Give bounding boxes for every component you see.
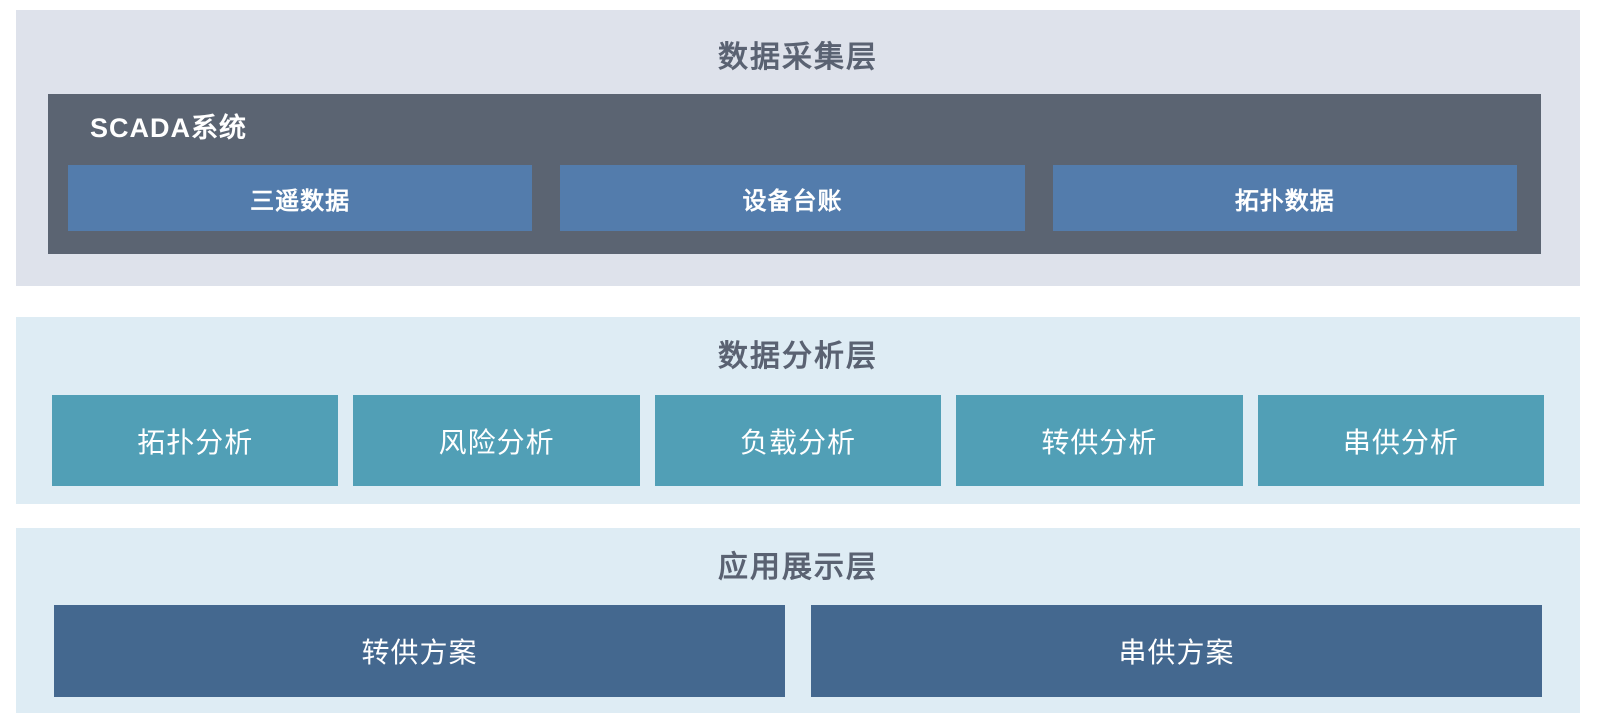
box-remote-telemetry-data: 三遥数据	[68, 165, 533, 231]
data-collection-layer-title: 数据采集层	[718, 41, 878, 74]
box-transfer-supply-analysis: 转供分析	[956, 395, 1243, 486]
box-cascade-supply-plan: 串供方案	[811, 605, 1542, 697]
box-transfer-supply-plan: 转供方案	[54, 605, 785, 697]
scada-data-box-row: 三遥数据 设备台账 拓扑数据	[68, 165, 1517, 231]
box-risk-analysis: 风险分析	[353, 395, 640, 486]
box-equipment-ledger: 设备台账	[560, 165, 1025, 231]
box-cascade-supply-analysis: 串供分析	[1257, 395, 1545, 486]
box-load-analysis: 负载分析	[654, 395, 942, 486]
application-box-row: 转供方案 串供方案	[54, 605, 1542, 697]
scada-system-title: SCADA系统	[90, 113, 248, 143]
application-display-layer-title: 应用展示层	[718, 551, 878, 584]
box-topology-analysis: 拓扑分析	[52, 395, 339, 486]
analysis-box-row: 拓扑分析 风险分析 负载分析 转供分析 串供分析	[52, 395, 1545, 486]
data-analysis-layer-title: 数据分析层	[718, 340, 878, 373]
scada-system-panel: SCADA系统 三遥数据 设备台账 拓扑数据	[48, 94, 1541, 254]
box-topology-data: 拓扑数据	[1052, 165, 1517, 231]
data-analysis-layer: 数据分析层 拓扑分析 风险分析 负载分析 转供分析 串供分析	[16, 317, 1580, 504]
data-collection-layer: 数据采集层 SCADA系统 三遥数据 设备台账 拓扑数据	[16, 10, 1580, 286]
application-display-layer: 应用展示层 转供方案 串供方案	[16, 528, 1580, 713]
